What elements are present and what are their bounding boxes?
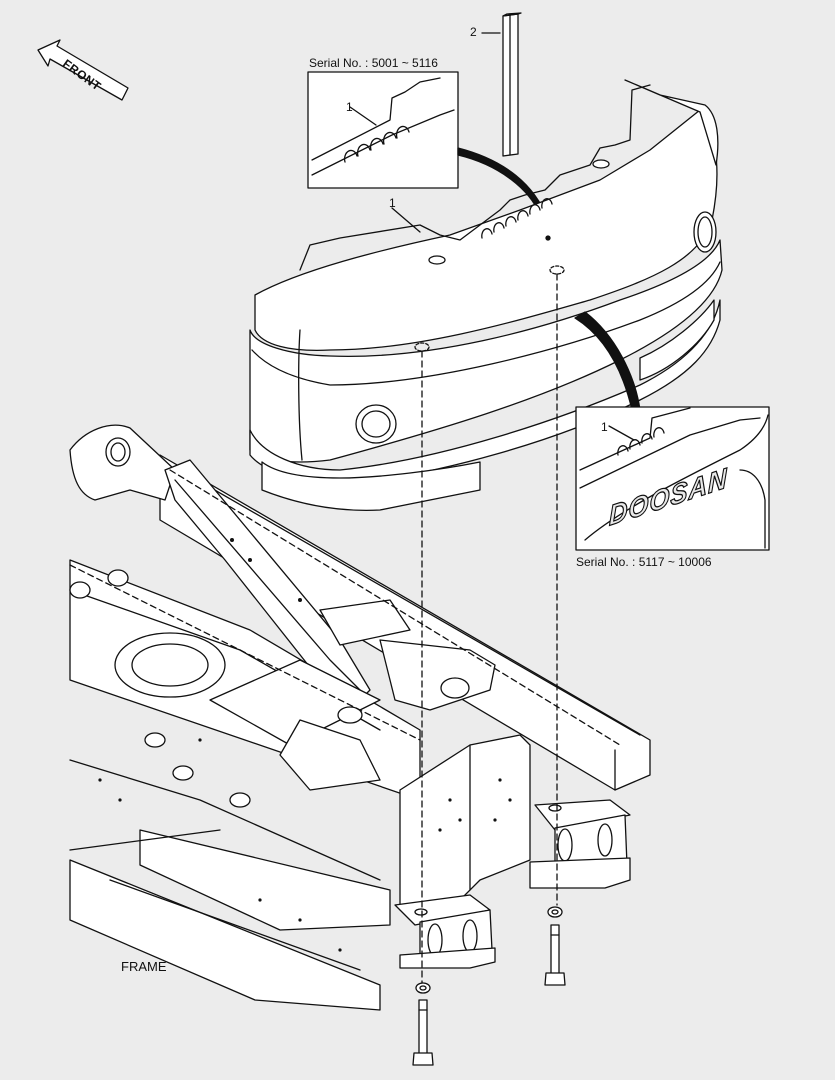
mounting-bolt-left <box>412 982 434 1066</box>
mounting-bolt-right <box>544 906 566 986</box>
part-number-1-main: 1 <box>389 196 396 210</box>
part-2-strip <box>481 12 522 157</box>
inset-bottom-detail <box>575 406 770 551</box>
part-number-1-inset-bottom: 1 <box>601 420 608 434</box>
bolt-centerlines <box>421 273 558 986</box>
frame-structure <box>69 424 651 1011</box>
frame-label: FRAME <box>121 959 167 974</box>
front-arrow-icon <box>37 39 129 101</box>
serial-range-bottom: Serial No. : 5117 ~ 10006 <box>576 555 712 569</box>
part-number-2: 2 <box>470 25 477 39</box>
inset-top-detail <box>307 71 549 221</box>
counterweight-body <box>249 79 723 511</box>
part-number-1-inset-top: 1 <box>346 100 353 114</box>
serial-range-top: Serial No. : 5001 ~ 5116 <box>309 56 438 70</box>
